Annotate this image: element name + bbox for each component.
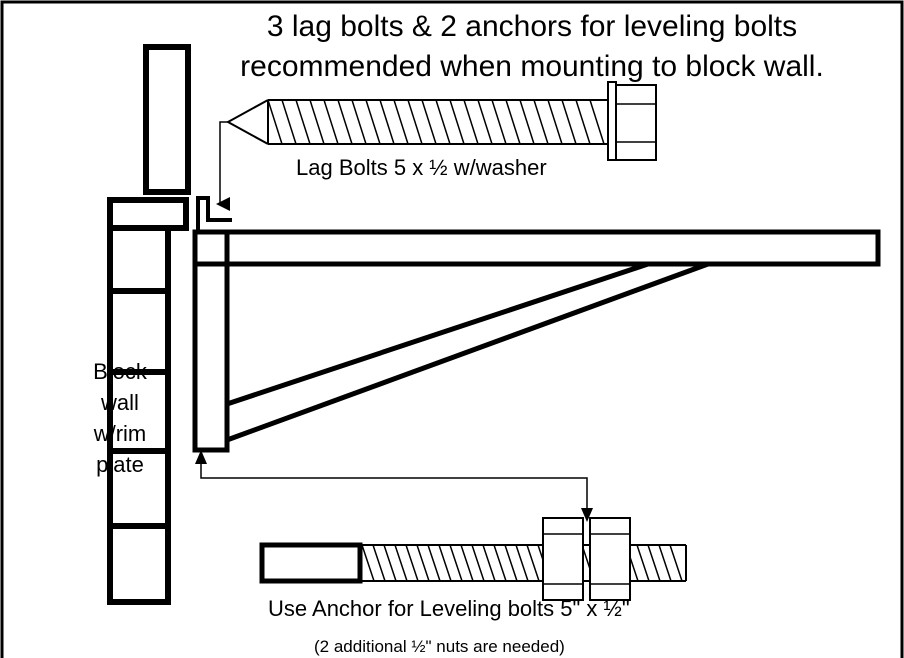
thread-line <box>504 544 518 582</box>
thread-line <box>394 544 408 582</box>
thread-line <box>636 544 650 582</box>
thread-line <box>351 99 367 145</box>
thread-line <box>482 544 496 582</box>
thread-line <box>463 99 479 145</box>
thread-line <box>379 99 395 145</box>
thread-line <box>383 544 397 582</box>
thread-line <box>575 99 591 145</box>
thread-line <box>505 99 521 145</box>
block-wall <box>107 225 171 605</box>
anchor-thread <box>361 544 683 582</box>
title-line-2: recommended when mounting to block wall. <box>240 50 824 83</box>
nuts-note: (2 additional ½" nuts are needed) <box>314 637 565 656</box>
thread-line <box>421 99 437 145</box>
thread-line <box>438 544 452 582</box>
thread-line <box>267 99 283 145</box>
thread-line <box>393 99 409 145</box>
anchor-sleeve <box>259 542 363 584</box>
thread-line <box>435 99 451 145</box>
title-line-1: 3 lag bolts & 2 anchors for leveling bol… <box>266 10 798 43</box>
block-wall-label-line: wall <box>101 390 139 415</box>
thread-line <box>519 99 535 145</box>
thread-line <box>515 544 529 582</box>
lag-bolt-head <box>615 84 657 161</box>
block-wall-label-line: w/rim <box>93 421 147 446</box>
thread-line <box>589 99 605 145</box>
block-wall-label-line: Block <box>93 359 147 384</box>
lag-bolt-washer <box>607 81 617 161</box>
thread-line <box>449 544 463 582</box>
brace-inner <box>226 261 709 443</box>
rim-plate <box>143 44 191 195</box>
thread-line <box>658 544 672 582</box>
wall-top-block <box>107 197 189 231</box>
thread-line <box>471 544 485 582</box>
thread-line <box>372 544 386 582</box>
thread-line <box>361 544 375 582</box>
thread-line <box>427 544 441 582</box>
mounting-clip <box>196 196 232 232</box>
lag-bolt-tip <box>225 99 269 145</box>
thread-line <box>647 544 661 582</box>
anchor-label: Use Anchor for Leveling bolts 5" x ½" <box>268 596 630 621</box>
thread-line <box>337 99 353 145</box>
thread-line <box>561 99 577 145</box>
lag-leader-line <box>219 121 230 205</box>
thread-line <box>281 99 297 145</box>
lag-bolt-label: Lag Bolts 5 x ½ w/washer <box>296 155 547 180</box>
thread-line <box>491 99 507 145</box>
thread-line <box>533 99 549 145</box>
thread-line <box>323 99 339 145</box>
thread-line <box>416 544 430 582</box>
leveling-nut-right <box>589 517 631 601</box>
thread-line <box>405 544 419 582</box>
leveling-nut-left <box>542 517 584 601</box>
thread-line <box>365 99 381 145</box>
thread-line <box>407 99 423 145</box>
thread-line <box>309 99 325 145</box>
brace-outer <box>226 261 649 407</box>
anchor-leader-line <box>200 462 588 508</box>
upright-arrowhead <box>195 450 207 464</box>
block-wall-label: Block wall w/rim plate <box>80 356 160 480</box>
thread-line <box>449 99 465 145</box>
thread-line <box>526 544 540 582</box>
thread-line <box>460 544 474 582</box>
bracket-arm <box>192 229 881 267</box>
thread-line <box>547 99 563 145</box>
block-wall-label-line: plate <box>96 452 144 477</box>
lag-bolt-thread <box>267 99 605 145</box>
lag-arrowhead <box>216 197 230 211</box>
thread-line <box>493 544 507 582</box>
thread-line <box>669 544 683 582</box>
thread-line <box>295 99 311 145</box>
nut-arrowhead <box>581 508 593 522</box>
thread-line <box>477 99 493 145</box>
